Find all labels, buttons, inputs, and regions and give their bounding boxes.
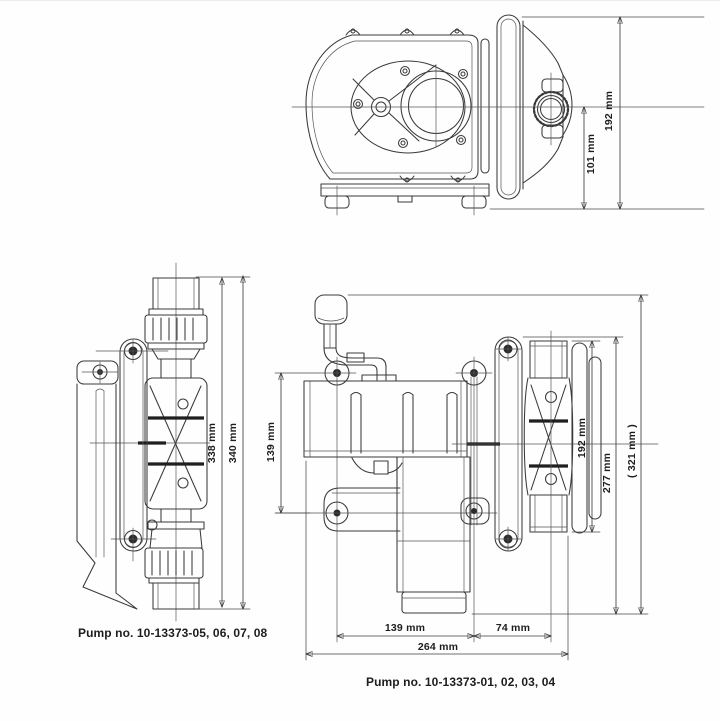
inline-view: 338 mm 340 mm Pump no. 10-13373-05, 06, … xyxy=(76,262,268,640)
pump-chamber-inline xyxy=(89,377,211,510)
dim-338: 338 mm xyxy=(206,423,218,463)
priming-knob xyxy=(314,294,387,381)
dim-139-bottom: 139 mm xyxy=(385,622,425,634)
port-stub-bottom xyxy=(529,494,568,533)
wall-panel xyxy=(76,360,138,610)
mounting-base xyxy=(320,183,490,216)
port-stub-top xyxy=(529,340,568,379)
port-housing xyxy=(522,20,573,190)
caption-front-pumps: Pump no. 10-13373-01, 02, 03, 04 xyxy=(366,675,556,689)
mount-bracket-inline xyxy=(95,338,169,562)
inline-view-dimensions: 338 mm 340 mm xyxy=(195,276,251,609)
motor-cylinder xyxy=(396,456,471,614)
caption-inline-pumps: Pump no. 10-13373-05, 06, 07, 08 xyxy=(78,626,268,640)
pump-head xyxy=(451,330,659,643)
dim-277: 277 mm xyxy=(601,453,613,493)
motor-housing xyxy=(303,374,468,458)
top-hose-connector xyxy=(144,277,208,379)
dim-321: ( 321 mm ) xyxy=(626,424,638,478)
dim-192-front: 192 mm xyxy=(576,418,588,458)
dim-74: 74 mm xyxy=(496,622,530,634)
dim-340: 340 mm xyxy=(227,423,239,463)
front-view-dimensions: 139 mm 192 mm 277 mm ( 321 mm ) 139 mm 7… xyxy=(265,295,649,661)
front-view: 139 mm 192 mm 277 mm ( 321 mm ) 139 mm 7… xyxy=(265,294,659,689)
dim-192-side: 192 mm xyxy=(603,91,615,131)
side-view-dimensions: 101 mm 192 mm xyxy=(489,17,705,209)
bottom-hose-connector xyxy=(144,508,205,610)
dim-101: 101 mm xyxy=(585,134,597,174)
dim-139-left: 139 mm xyxy=(265,422,277,462)
dim-264: 264 mm xyxy=(418,641,458,653)
side-view: 101 mm 192 mm xyxy=(291,14,705,216)
